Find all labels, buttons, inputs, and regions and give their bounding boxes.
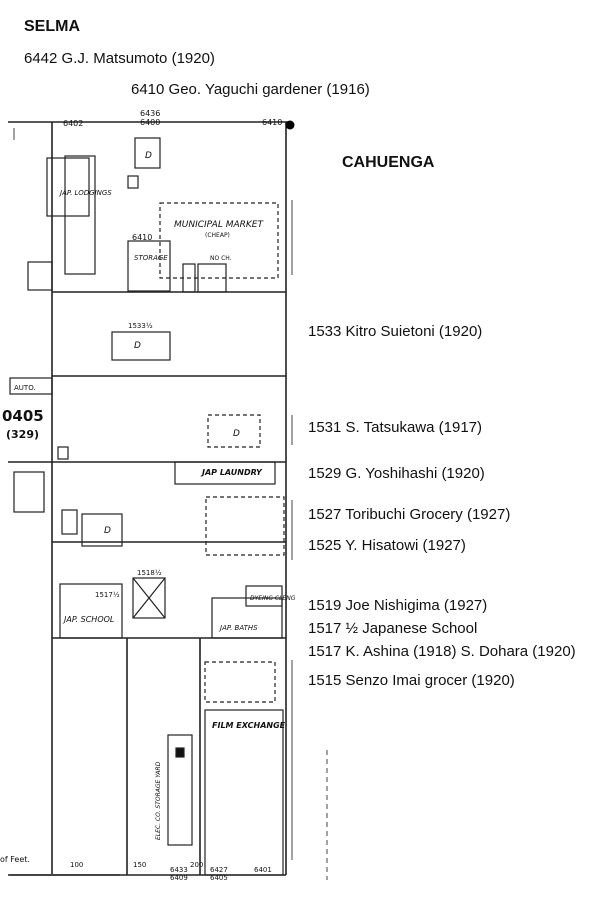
resident-1525: 1525 Y. Hisatowi (1927): [308, 537, 466, 554]
house-number-6410: 6410: [132, 233, 152, 242]
dwelling-1533: [111, 331, 171, 361]
house-number-6410-top: 6410: [262, 118, 282, 127]
resident-1533: 1533 Kitro Suietoni (1920): [308, 323, 483, 340]
auto-label: AUTO.: [14, 384, 36, 392]
resident-1531: 1531 S. Tatsukawa (1917): [308, 419, 483, 436]
dwelling-rear: [81, 513, 123, 547]
jap-lodgings-label: JAP. LODGINGS: [58, 189, 112, 197]
sanborn-map: 6402 6436 6400 6410 D JAP. LODGINGS MUNI…: [0, 109, 328, 882]
school-building: [59, 583, 123, 639]
x-building: [132, 577, 166, 619]
storage-building: [127, 240, 171, 292]
house-number-1533: 1533½: [128, 322, 153, 330]
storage-yard-building: [167, 734, 193, 846]
sheet-sub-number: (329): [6, 428, 39, 441]
house-number-1518: 1518½: [137, 569, 162, 577]
resident-1515: 1515 Senzo Imai grocer (1920): [308, 672, 515, 689]
no-ch-label: NO CH.: [210, 255, 232, 262]
dyeing-label: DYEING CLENG: [250, 595, 296, 602]
dwelling-1533-label: D: [134, 341, 141, 351]
house-number-6427: 6427: [210, 866, 228, 874]
dwelling-label: D: [145, 151, 152, 161]
lodgings-building: [64, 155, 96, 275]
resident-1529: 1529 G. Yoshihashi (1920): [308, 465, 485, 482]
scale-100: 100: [70, 861, 83, 869]
resident-6442: 6442 G.J. Matsumoto (1920): [24, 50, 215, 67]
jap-school-label: JAP. SCHOOL: [62, 615, 114, 624]
house-number-1517: 1517½: [95, 591, 120, 599]
municipal-market-building: [159, 202, 279, 279]
street-label-selma: SELMA: [24, 18, 80, 35]
corner-marker: [285, 120, 295, 130]
resident-6410: 6410 Geo. Yaguchi gardener (1916): [131, 81, 370, 98]
cheap-label: (CHEAP): [205, 232, 230, 239]
storage-label: STORAGE: [134, 254, 168, 262]
dwelling-1531-label: D: [233, 429, 240, 439]
house-number-6402: 6402: [63, 119, 83, 128]
house-number-6405: 6405: [210, 874, 228, 882]
resident-1517: 1517 K. Ashina (1918) S. Dohara (1920): [308, 643, 576, 660]
scale-150: 150: [133, 861, 146, 869]
house-number-6433: 6433: [170, 866, 188, 874]
dwelling-rear-label: D: [104, 526, 111, 536]
house-number-6401: 6401: [254, 866, 272, 874]
sheet-number: 0405: [2, 407, 44, 425]
film-exchange-label: FILM EXCHANGE: [212, 721, 286, 730]
house-number-6400: 6400: [140, 118, 160, 127]
jap-laundry-label: JAP LAUNDRY: [200, 468, 263, 477]
dwelling-top: [134, 137, 161, 169]
laundry-building: [174, 461, 276, 485]
grocery-building: [205, 496, 285, 556]
film-exchange-building: [204, 709, 284, 876]
elec-storage-yard-label: ELEC. CO. STORAGE YARD: [155, 761, 162, 840]
jap-baths-label: JAP. BATHS: [218, 624, 258, 632]
baths-building: [211, 597, 283, 639]
dwelling-1515: [204, 661, 276, 703]
house-number-6409: 6409: [170, 874, 188, 882]
municipal-market-label: MUNICIPAL MARKET: [174, 220, 264, 230]
street-label-cahuenga: CAHUENGA: [342, 154, 435, 171]
resident-1519: 1519 Joe Nishigima (1927): [308, 597, 488, 614]
scale-label: of Feet.: [0, 855, 30, 864]
resident-1527: 1527 Toribuchi Grocery (1927): [308, 506, 511, 523]
scale-200: 200: [190, 861, 203, 869]
house-number-6436: 6436: [140, 109, 160, 118]
resident-1517-half: 1517 ½ Japanese School: [308, 620, 478, 637]
